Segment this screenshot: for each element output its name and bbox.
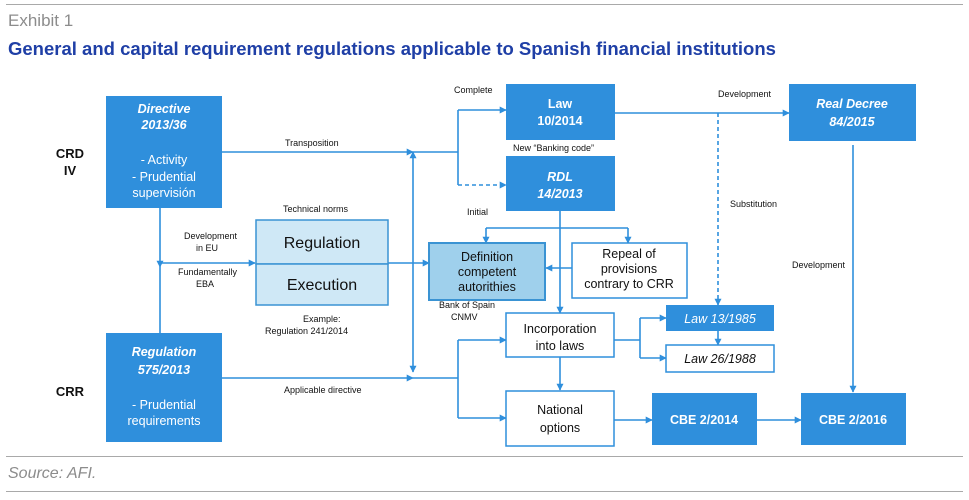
bottom-rule-1 [6, 456, 963, 457]
label-transposition: Transposition [285, 138, 339, 148]
label-bank-of-spain: Bank of Spain [439, 300, 495, 310]
national-line-1: National [537, 403, 583, 417]
box-regulation-575: Regulation 575/2013 - Prudential require… [106, 333, 222, 442]
real-decree-line-1: Real Decree [816, 97, 888, 111]
execution-label: Execution [287, 277, 357, 294]
label-dev-eu-2: in EU [196, 243, 218, 253]
label-applicable-directive: Applicable directive [284, 385, 362, 395]
rdl-line-2: 14/2013 [537, 187, 582, 201]
incorporation-line-2: into laws [536, 339, 585, 353]
label-dev-eu-1: Development [184, 231, 238, 241]
page-title: General and capital requirement regulati… [8, 38, 776, 59]
law13-label: Law 13/1985 [684, 312, 756, 326]
cbe2014-label: CBE 2/2014 [670, 413, 738, 427]
regulation575-title-2: 575/2013 [138, 363, 190, 377]
box-rdl-14-2013: RDL 14/2013 [506, 156, 615, 211]
label-example-regulation: Regulation 241/2014 [265, 326, 348, 336]
side-label-crd: CRD [56, 146, 84, 161]
bottom-rule-2 [6, 491, 963, 492]
box-cbe-2014: CBE 2/2014 [652, 393, 757, 445]
directive-line-2: - Prudential [132, 170, 196, 184]
national-line-2: options [540, 421, 580, 435]
law10-line-2: 10/2014 [537, 114, 582, 128]
label-development-right: Development [792, 260, 846, 270]
repeal-line-3: contrary to CRR [584, 277, 674, 291]
top-rule [6, 4, 963, 5]
label-substitution: Substitution [730, 199, 777, 209]
incorporation-line-1: Incorporation [524, 322, 597, 336]
side-label-crr: CRR [56, 384, 85, 399]
label-eba: EBA [196, 279, 214, 289]
definition-line-3: autorithies [458, 280, 516, 294]
label-banking-code: New “Banking code” [513, 143, 594, 153]
exhibit-label: Exhibit 1 [8, 11, 74, 30]
directive-title-1: Directive [138, 102, 191, 116]
cbe2016-label: CBE 2/2016 [819, 413, 887, 427]
directive-line-3: supervisión [132, 186, 195, 200]
definition-line-2: competent [458, 265, 517, 279]
regulation575-line-1: - Prudential [132, 398, 196, 412]
label-technical-norms: Technical norms [283, 204, 349, 214]
box-law-13-1985: Law 13/1985 [666, 305, 774, 331]
box-repeal: Repeal of provisions contrary to CRR [571, 242, 688, 299]
label-initial: Initial [467, 207, 488, 217]
box-law-26-1988: Law 26/1988 [665, 344, 775, 373]
box-cbe-2016: CBE 2/2016 [801, 393, 906, 445]
box-directive: Directive 2013/36 - Activity - Prudentia… [106, 96, 222, 208]
regulation575-line-2: requirements [128, 414, 201, 428]
directive-title-2: 2013/36 [140, 118, 187, 132]
label-cnmv: CNMV [451, 312, 478, 322]
definition-line-1: Definition [461, 250, 513, 264]
box-definition: Definition competent autorithies [428, 242, 546, 301]
source-note: Source: AFI. [8, 465, 97, 482]
regulation575-title-1: Regulation [132, 345, 197, 359]
box-execution: Execution [255, 263, 389, 306]
label-development-top: Development [718, 89, 772, 99]
repeal-line-1: Repeal of [602, 247, 656, 261]
box-regulation: Regulation [255, 219, 389, 265]
rdl-line-1: RDL [547, 170, 573, 184]
law26-label: Law 26/1988 [684, 352, 756, 366]
label-complete: Complete [454, 85, 493, 95]
side-label-iv: IV [64, 163, 77, 178]
label-fundamentally: Fundamentally [178, 267, 238, 277]
box-national-options: National options [505, 390, 615, 447]
box-real-decree: Real Decree 84/2015 [789, 84, 916, 141]
regulation-label: Regulation [284, 235, 361, 252]
real-decree-line-2: 84/2015 [829, 115, 875, 129]
law10-line-1: Law [548, 97, 573, 111]
repeal-line-2: provisions [601, 262, 657, 276]
connectors [156, 106, 857, 424]
box-law-10-2014: Law 10/2014 [506, 84, 615, 140]
box-incorporation: Incorporation into laws [505, 312, 615, 358]
directive-line-1: - Activity [141, 153, 188, 167]
label-example: Example: [303, 314, 341, 324]
